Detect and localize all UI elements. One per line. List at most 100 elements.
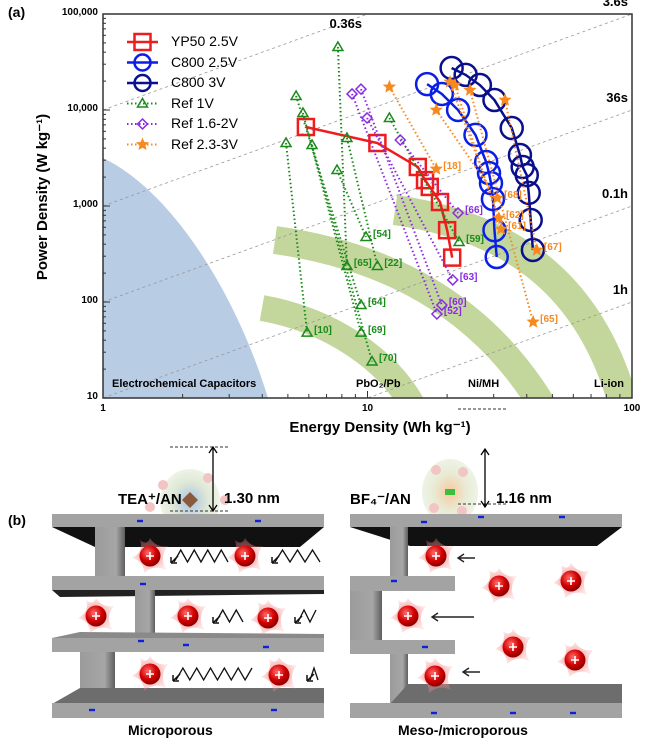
ref-label: [62] (505, 209, 524, 221)
x-tick-label: 10 (361, 403, 374, 414)
negative-charge-icon (271, 708, 277, 712)
negative-charge-icon (478, 515, 484, 519)
data-point-ref-1-6-2v (345, 87, 359, 100)
negative-charge-icon (137, 519, 143, 523)
data-point-c800-3v (518, 207, 543, 233)
ref-line-ref-1v (336, 169, 367, 238)
cation-icon (556, 641, 594, 678)
ref-label: [64] (368, 297, 386, 309)
data-point-ref-1v (340, 131, 354, 143)
tea-size-indicator (170, 445, 230, 513)
data-point-ref-2-3-3v (429, 162, 443, 175)
ref-line-ref-1-6-2v (360, 88, 443, 306)
arrowhead-icon (170, 555, 179, 564)
time-line (103, 109, 632, 303)
data-point-ref-1v (452, 235, 466, 247)
arrowhead-icon (172, 673, 181, 682)
y-tick-label: 1,000 (72, 199, 98, 210)
cation-icon (552, 562, 590, 599)
ref-line-ref-2-3-3v (468, 89, 535, 323)
x-tick-label: 1 (100, 403, 106, 414)
data-point-c800-2-5v (429, 81, 455, 107)
legend-label: Ref 1V (171, 94, 214, 111)
cation-icon (169, 597, 207, 634)
data-point-c800-3v (467, 72, 493, 98)
ref-label: [69] (368, 324, 386, 336)
legend-label: C800 3V (171, 74, 226, 90)
time-line (103, 14, 632, 207)
data-point-ref-1-6-2v (430, 307, 443, 321)
ref-label: [54] (372, 229, 391, 241)
ref-line-ref-1-6-2v (351, 93, 438, 315)
arrow-left-icon (430, 612, 474, 622)
cation-icon (260, 656, 298, 693)
data-point-ref-2-3-3v (490, 191, 504, 204)
data-point-ref-2-3-3v (463, 83, 477, 96)
data-point-ref-1v (279, 136, 293, 148)
negative-charge-icon (570, 711, 576, 715)
negative-charge-icon (510, 711, 516, 715)
ref-line-ref-1-6-2v (366, 117, 454, 281)
data-point-ref-1v (371, 259, 384, 271)
time-line (103, 14, 369, 111)
region-label-nimh: Ni/MH (468, 378, 500, 390)
negative-charge-icon (422, 645, 428, 649)
data-point-c800-3v (516, 180, 541, 206)
y-tick-label: 10 (86, 391, 98, 402)
negative-charge-icon (559, 515, 565, 519)
ref-label: [63] (459, 271, 478, 283)
ref-label: [59] (466, 233, 484, 245)
data-point-ref-1v (296, 106, 310, 118)
region-label-ec: Electrochemical Capacitors (112, 378, 257, 390)
time-line-label: 0.1h (601, 186, 628, 201)
ref-label: [22] (384, 258, 403, 270)
y-tick-label: 100,000 (61, 7, 98, 18)
bf4-solvated-ion (422, 459, 478, 525)
data-point-ref-2-3-3v (494, 222, 508, 235)
diffusion-path-icon (175, 666, 253, 682)
time-line-label: 36s (606, 90, 628, 105)
data-point-ref-2-3-3v (382, 79, 397, 93)
time-line (366, 301, 632, 398)
negative-charge-icon (138, 639, 144, 643)
negative-charge-icon (421, 520, 427, 524)
mesoporous-carbon (350, 514, 622, 718)
time-line-label: 1h (612, 282, 628, 297)
ref-label: [52] (443, 305, 462, 317)
data-point-ref-1-6-2v (435, 298, 448, 312)
ref-label: [70] (379, 353, 397, 365)
data-point-ref-1v (354, 298, 368, 310)
ref-label: [67] (543, 242, 562, 253)
caption-microporous: Microporous (128, 722, 213, 738)
arrowhead-icon (294, 615, 303, 624)
x-axis-label: Energy Density (Wh kg⁻¹) (289, 419, 471, 436)
bf4-size-indicator (458, 408, 508, 509)
region-label-pbo2: PbO₂/Pb (356, 378, 401, 390)
ref-line-ref-1v (336, 46, 348, 267)
negative-charge-icon (89, 708, 95, 712)
data-point-c800-2-5v (476, 160, 502, 186)
data-point-c800-2-5v (478, 170, 504, 196)
data-point-yp50-2-5v (437, 220, 457, 240)
negative-charge-icon (140, 582, 146, 586)
region-pbo2-pb-band (259, 295, 424, 398)
negative-charge-icon (183, 643, 189, 647)
tea-size-label: 1.30 nm (224, 490, 280, 507)
negative-charge-icon (431, 711, 437, 715)
ref-line-ref-1v (295, 95, 362, 306)
ref-line-ref-2-3-3v (504, 99, 538, 251)
data-point-ref-1-6-2v (360, 111, 374, 125)
ref-label: [61] (508, 221, 526, 233)
data-point-ref-1-6-2v (354, 83, 368, 96)
ref-label: [65] (540, 313, 558, 325)
data-point-ref-1v (354, 326, 368, 337)
legend-label: YP50 2.5V (171, 33, 238, 49)
data-point-ref-1v (289, 89, 303, 101)
data-point-ref-2-3-3v (526, 314, 540, 328)
data-point-ref-1-6-2v (394, 133, 407, 147)
data-point-yp50-2-5v (296, 117, 316, 137)
legend-label: Ref 2.3-3V (171, 135, 238, 152)
data-point-c800-2-5v (482, 217, 507, 243)
